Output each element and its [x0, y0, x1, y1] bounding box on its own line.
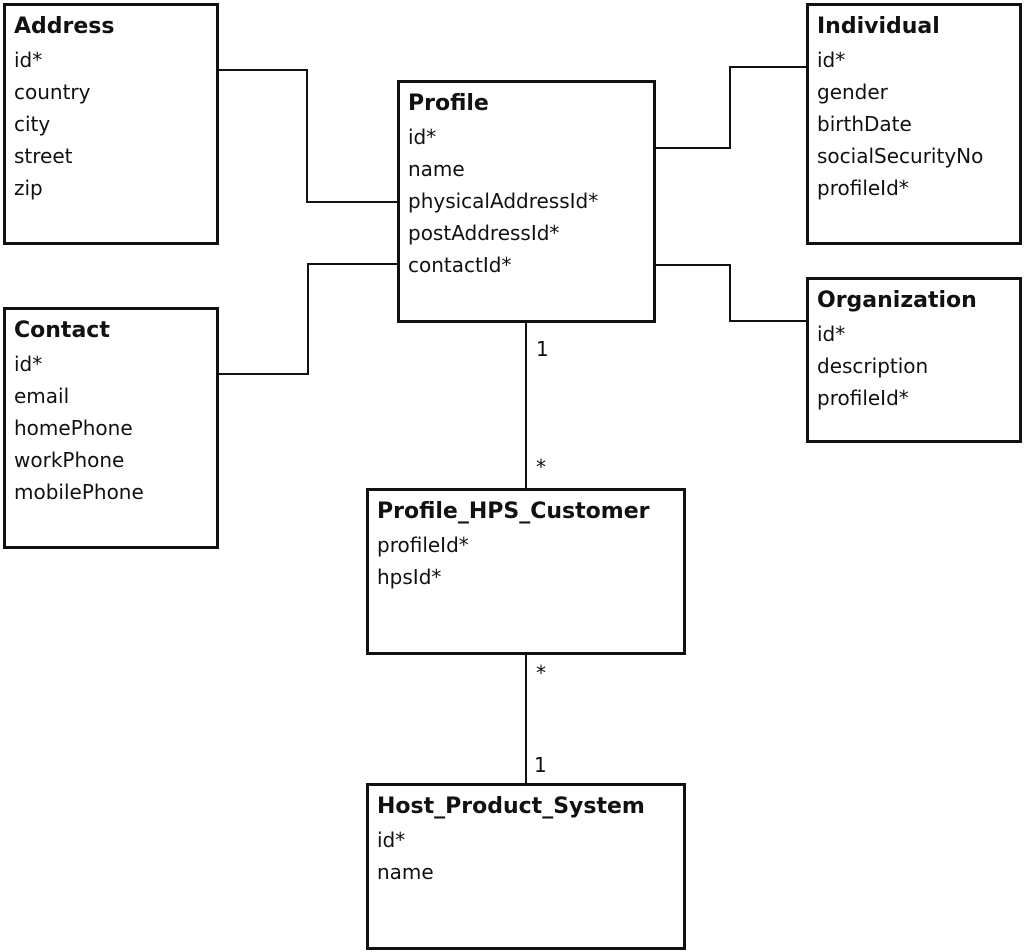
entity-title: Address — [14, 14, 115, 39]
attribute: postAddressId* — [408, 221, 560, 245]
attribute: gender — [817, 80, 888, 104]
entity-profile[interactable]: Profile id* name physicalAddressId* post… — [397, 80, 656, 323]
entity-profile-hps-customer[interactable]: Profile_HPS_Customer profileId* hpsId* — [366, 488, 686, 655]
attribute: description — [817, 354, 929, 378]
connector-address-profile — [219, 69, 397, 203]
attribute: physicalAddressId* — [408, 189, 599, 213]
entity-title: Contact — [14, 318, 110, 343]
entity-title: Organization — [817, 288, 977, 313]
attribute: id* — [14, 352, 43, 376]
attribute: mobilePhone — [14, 480, 144, 504]
attribute: homePhone — [14, 416, 133, 440]
entity-organization[interactable]: Organization id* description profileId* — [806, 277, 1022, 443]
attribute-list: id* name — [377, 824, 683, 888]
attribute: profileId* — [817, 176, 909, 200]
entity-title: Host_Product_System — [377, 794, 645, 819]
attribute-list: profileId* hpsId* — [377, 529, 683, 593]
attribute: workPhone — [14, 448, 125, 472]
entity-title: Individual — [817, 14, 940, 39]
multiplicity-profile-hps-customer-end: * — [536, 455, 546, 479]
multiplicity-profile-hps-customer-end: * — [536, 661, 546, 685]
attribute: email — [14, 384, 70, 408]
entity-host-product-system[interactable]: Host_Product_System id* name — [366, 783, 686, 950]
attribute-list: id* country city street zip — [14, 44, 216, 204]
multiplicity-host-product-system-end: 1 — [534, 753, 547, 777]
attribute: id* — [817, 48, 846, 72]
attribute-list: id* description profileId* — [817, 318, 1019, 414]
entity-title: Profile — [408, 91, 489, 116]
attribute: name — [377, 860, 434, 884]
attribute: zip — [14, 176, 43, 200]
attribute: id* — [817, 322, 846, 346]
entity-title: Profile_HPS_Customer — [377, 499, 650, 524]
attribute: id* — [14, 48, 43, 72]
connector-contact-profile — [219, 263, 397, 375]
attribute-list: id* gender birthDate socialSecurityNo pr… — [817, 44, 1019, 204]
entity-individual[interactable]: Individual id* gender birthDate socialSe… — [806, 3, 1022, 245]
attribute: socialSecurityNo — [817, 144, 984, 168]
multiplicity-profile-end: 1 — [536, 337, 549, 361]
attribute: city — [14, 112, 51, 136]
attribute: profileId* — [377, 533, 469, 557]
attribute: birthDate — [817, 112, 912, 136]
connector-individual-profile — [656, 66, 806, 149]
attribute: street — [14, 144, 73, 168]
attribute: id* — [377, 828, 406, 852]
entity-contact[interactable]: Contact id* email homePhone workPhone mo… — [3, 307, 219, 549]
attribute: country — [14, 80, 91, 104]
attribute: hpsId* — [377, 565, 442, 589]
attribute: contactId* — [408, 253, 512, 277]
entity-address[interactable]: Address id* country city street zip — [3, 3, 219, 245]
attribute-list: id* email homePhone workPhone mobilePhon… — [14, 348, 216, 508]
attribute: profileId* — [817, 386, 909, 410]
attribute-list: id* name physicalAddressId* postAddressI… — [408, 121, 653, 281]
attribute: name — [408, 157, 465, 181]
connector-organization-profile — [656, 264, 806, 322]
attribute: id* — [408, 125, 437, 149]
